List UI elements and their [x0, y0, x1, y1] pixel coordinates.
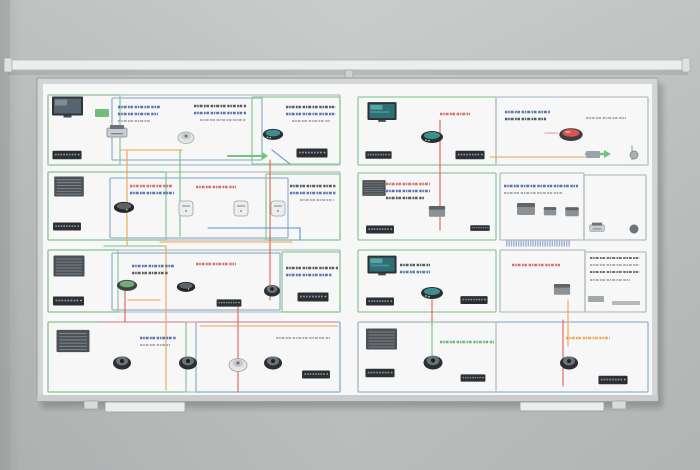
- dome-camera-icon: [629, 150, 639, 160]
- network-box-icon: [553, 284, 571, 295]
- switch-icon: [366, 297, 394, 306]
- dome-camera-icon: [264, 285, 280, 297]
- router-icon: [421, 287, 443, 299]
- router-icon: [421, 131, 443, 143]
- network-box-icon: [428, 206, 446, 217]
- diagram-panel: [357, 172, 497, 241]
- access-point-icon: [270, 200, 286, 217]
- link-line: [271, 149, 291, 165]
- board-clip: [611, 400, 627, 410]
- dome-camera-icon: [177, 131, 195, 144]
- rack-server-icon: [365, 328, 398, 350]
- dome-camera-icon: [629, 224, 639, 234]
- illegible-labels: [118, 104, 640, 346]
- switch-icon: [460, 296, 488, 304]
- link-line: [207, 227, 301, 241]
- dome-camera-icon: [113, 356, 131, 370]
- switch-icon: [455, 150, 485, 160]
- diagram-panel: [583, 174, 647, 241]
- ceiling-rail: [7, 59, 687, 71]
- diagram-panel: [251, 96, 341, 165]
- access-point-icon: [233, 200, 249, 217]
- monitor-icon: [52, 96, 83, 118]
- router-icon: [262, 128, 284, 140]
- monitor-icon: [367, 255, 397, 276]
- network-box-icon: [612, 301, 640, 305]
- switch-icon: [470, 225, 490, 231]
- switch-icon: [53, 222, 81, 231]
- diagram-panel: [495, 96, 649, 166]
- board-bottom-rail: [37, 395, 658, 401]
- marker-tray: [519, 401, 605, 412]
- rack-server-icon: [56, 329, 90, 353]
- network-box-icon: [106, 124, 128, 138]
- router-icon: [116, 279, 138, 291]
- switch-icon: [52, 150, 82, 160]
- monitor-icon: [367, 102, 397, 122]
- rack-server-icon: [53, 255, 85, 277]
- switch-icon: [302, 370, 330, 379]
- board-clip: [83, 400, 99, 410]
- dome-camera-icon: [228, 358, 248, 372]
- switch-icon: [366, 225, 394, 234]
- rack-server-icon: [362, 179, 386, 197]
- network-box-icon: [517, 203, 535, 215]
- network-box-icon: [95, 109, 109, 117]
- switch-icon: [460, 374, 486, 382]
- router-icon: [559, 128, 583, 141]
- dome-camera-icon: [423, 355, 443, 370]
- access-point-icon: [178, 200, 194, 217]
- link-arrowhead: [262, 152, 268, 160]
- rail-end-cap-right: [681, 57, 691, 73]
- network-box-icon: [586, 151, 600, 158]
- right-diagram-group: [357, 96, 649, 393]
- diagram-panel: [109, 177, 289, 239]
- switch-icon: [296, 148, 328, 158]
- network-box-icon: [565, 207, 579, 217]
- diagram-panel: [357, 249, 497, 313]
- network-box-icon: [543, 207, 557, 216]
- dome-camera-icon: [264, 356, 282, 370]
- switch-icon: [365, 368, 395, 378]
- diagram-panel: [47, 249, 119, 313]
- left-devices: [52, 96, 330, 379]
- network-box-icon: [589, 222, 605, 232]
- diagram-panel: [584, 251, 647, 313]
- dome-camera-icon: [179, 356, 197, 370]
- diagram-panel: [357, 321, 497, 393]
- dome-camera-icon: [560, 356, 578, 370]
- link-arrowhead: [604, 150, 611, 158]
- router-icon: [176, 281, 196, 292]
- diagram-panel: [281, 251, 341, 313]
- left-diagram-group: [47, 94, 341, 393]
- switch-icon: [53, 296, 84, 306]
- rail-end-cap-left: [3, 57, 13, 73]
- diagram-panel: [111, 252, 281, 311]
- diagram-panel: [265, 173, 341, 241]
- network-box-icon: [588, 296, 604, 302]
- router-icon: [113, 201, 135, 213]
- wall-corner-edge: [0, 0, 10, 470]
- switch-icon: [216, 299, 242, 307]
- switch-icon: [365, 151, 392, 159]
- switch-icon: [297, 292, 329, 302]
- diagram-panel: [47, 171, 167, 241]
- rack-server-icon: [53, 176, 85, 197]
- switch-icon: [598, 375, 628, 385]
- marker-tray: [104, 401, 186, 413]
- right-devices: [362, 102, 640, 385]
